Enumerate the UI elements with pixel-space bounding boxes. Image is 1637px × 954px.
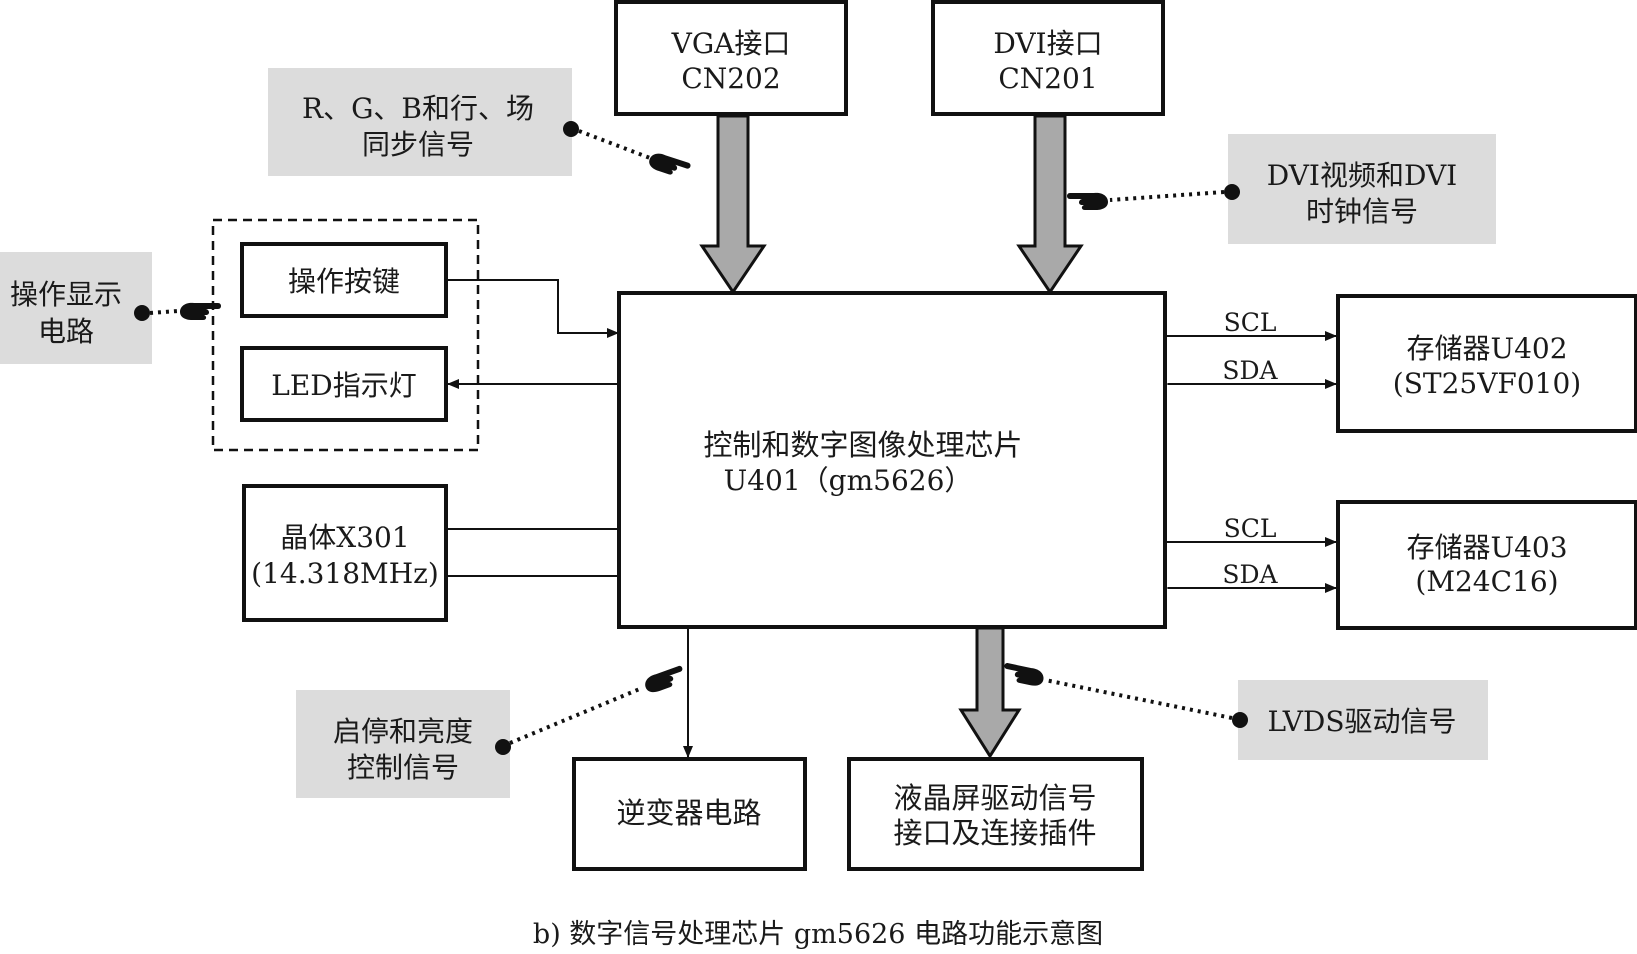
keys-to-chip-line xyxy=(446,279,619,338)
led-label: LED指示灯 xyxy=(271,369,416,402)
pointing-hand-icon xyxy=(1001,662,1046,688)
inverter-label: 逆变器电路 xyxy=(616,796,761,830)
dvi-note-dot xyxy=(1224,184,1240,200)
crystal-block: 晶体X301 (14.318MHz) xyxy=(242,484,448,622)
control-chip-block: 控制和数字图像处理芯片 U401（gm5626） xyxy=(617,291,1167,629)
operation-keys-block: 操作按键 xyxy=(240,242,448,318)
operation-group-outline xyxy=(211,218,480,452)
memory-u403-label: 存储器U403 xyxy=(1406,531,1567,564)
dvi-to-chip-arrow xyxy=(1016,114,1084,295)
rgb-note-line1: R、G、B和行、场 xyxy=(302,92,534,125)
memory-u402-part: (ST25VF010) xyxy=(1393,367,1581,400)
crystal-frequency: (14.318MHz) xyxy=(251,557,439,590)
lvds-note-label: LVDS驱动信号 xyxy=(1267,705,1456,738)
vga-interface-block: VGA接口 CN202 xyxy=(614,0,848,116)
control-signal-note: 启停和亮度 控制信号 xyxy=(296,664,687,798)
memory-u402-block: 存储器U402 (ST25VF010) xyxy=(1336,294,1637,433)
led-indicator-block: LED指示灯 xyxy=(240,346,448,422)
op-note-line2: 电路 xyxy=(38,315,94,348)
vga-to-chip-arrow xyxy=(699,114,767,295)
op-note-pointer xyxy=(149,309,179,315)
dvi-signal-note: DVI视频和DVI 时钟信号 xyxy=(1067,134,1496,244)
memory-u403-block: 存储器U403 (M24C16) xyxy=(1336,500,1637,630)
dvi-note-pointer xyxy=(1109,190,1225,202)
figure-caption: b) 数字信号处理芯片 gm5626 电路功能示意图 xyxy=(533,919,1103,950)
dvi-note-line1: DVI视频和DVI xyxy=(1267,159,1457,192)
vga-connector: CN202 xyxy=(681,62,780,95)
scl1-label: SCL xyxy=(1224,308,1277,337)
memory-u402-label: 存储器U402 xyxy=(1406,332,1567,365)
op-note-line1: 操作显示 xyxy=(10,278,122,311)
vga-label: VGA接口 xyxy=(671,27,791,60)
chip-label: 控制和数字图像处理芯片 xyxy=(703,428,1022,462)
ctrl-note-dot xyxy=(495,739,511,755)
inverter-block: 逆变器电路 xyxy=(572,757,807,871)
rgb-sync-note: R、G、B和行、场 同步信号 xyxy=(268,68,692,180)
lcd-label-line1: 液晶屏驱动信号 xyxy=(893,781,1096,815)
dvi-note-line2: 时钟信号 xyxy=(1306,195,1418,228)
dvi-label: DVI接口 xyxy=(993,27,1102,60)
lvds-note-pointer xyxy=(1044,678,1233,720)
chip-part: U401（gm5626） xyxy=(724,464,973,497)
rgb-note-pointer xyxy=(578,129,651,160)
rgb-note-line2: 同步信号 xyxy=(362,128,474,161)
pointing-hand-icon xyxy=(1067,192,1108,210)
operation-display-note: 操作显示 电路 xyxy=(0,252,221,364)
ctrl-note-pointer xyxy=(509,686,643,745)
crystal-label: 晶体X301 xyxy=(280,521,409,554)
dvi-connector: CN201 xyxy=(998,62,1097,95)
sda2-label: SDA xyxy=(1222,560,1278,589)
lvds-note-dot xyxy=(1232,712,1248,728)
ctrl-note-line2: 控制信号 xyxy=(347,751,459,784)
memory-u403-part: (M24C16) xyxy=(1415,565,1558,598)
lvds-signal-note: LVDS驱动信号 xyxy=(1001,662,1488,760)
chip-to-lcd-arrow xyxy=(958,626,1022,759)
operation-keys-label: 操作按键 xyxy=(288,265,400,298)
scl2-label: SCL xyxy=(1224,514,1277,543)
lcd-connector-block: 液晶屏驱动信号 接口及连接插件 xyxy=(847,757,1144,871)
pointing-hand-icon xyxy=(642,664,687,696)
rgb-note-dot xyxy=(563,121,579,137)
sda1-label: SDA xyxy=(1222,356,1278,385)
dvi-interface-block: DVI接口 CN201 xyxy=(931,0,1165,116)
pointing-hand-icon xyxy=(180,302,221,320)
ctrl-note-line1: 启停和亮度 xyxy=(333,715,473,748)
op-note-dot xyxy=(134,305,150,321)
pointing-hand-icon xyxy=(647,150,692,180)
lcd-label-line2: 接口及连接插件 xyxy=(893,816,1096,850)
